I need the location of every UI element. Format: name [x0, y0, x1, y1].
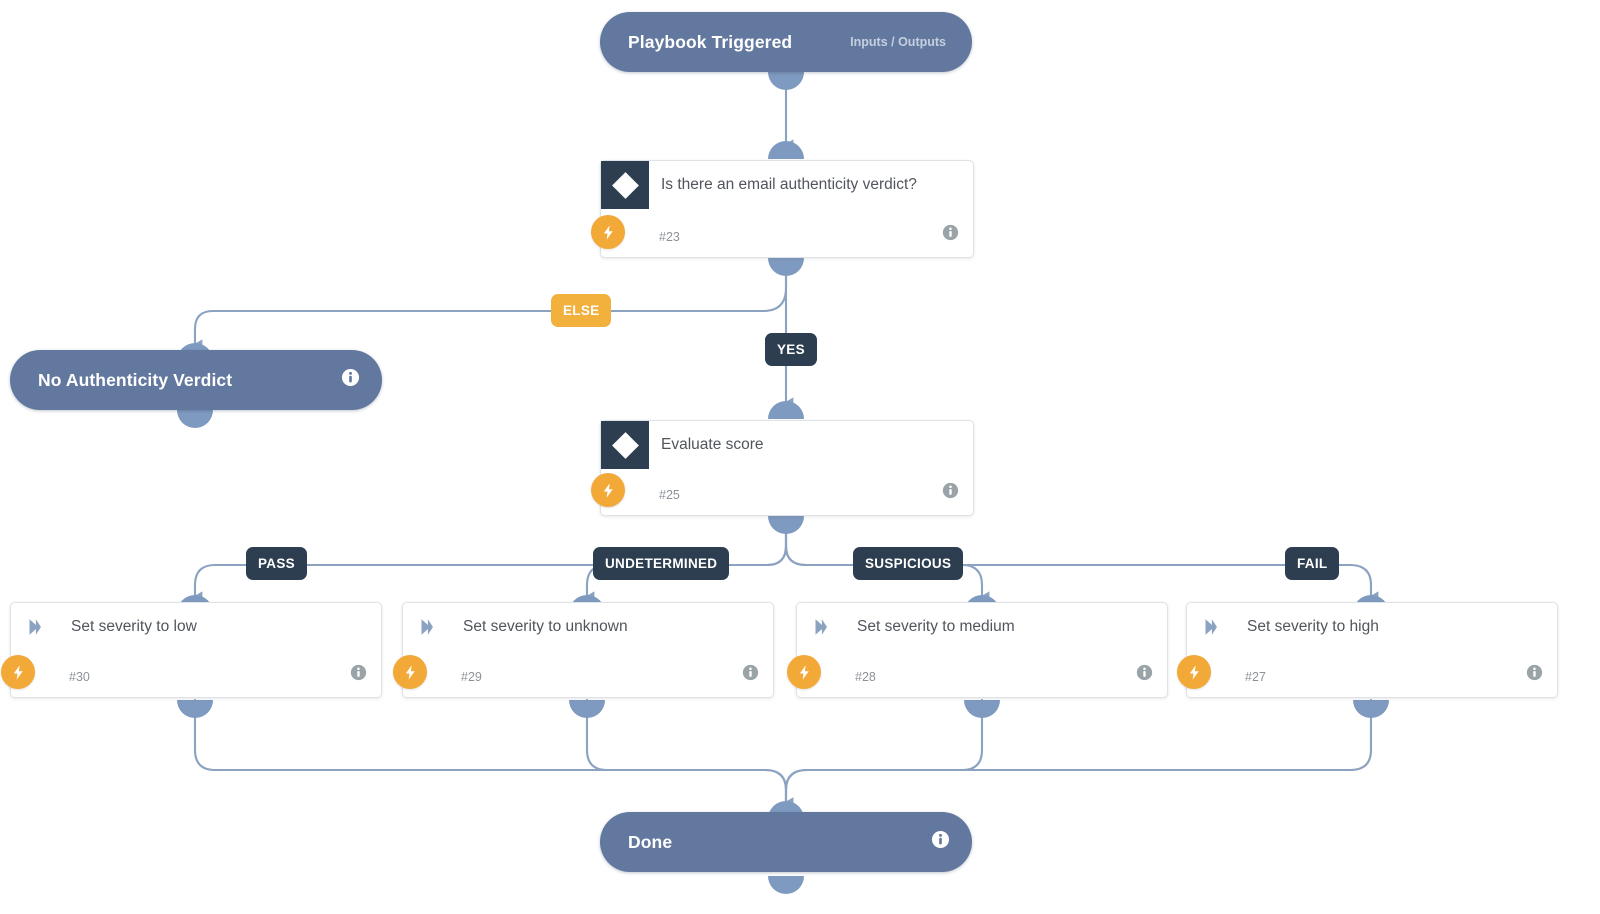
edge-label-suspicious[interactable]: SUSPICIOUS — [853, 547, 964, 580]
edge-27-to-done — [784, 698, 1373, 807]
port-source-done — [768, 876, 804, 894]
info-icon[interactable] — [1136, 664, 1153, 686]
node-number: #25 — [659, 488, 680, 502]
action-chevron-icon — [403, 603, 451, 651]
info-icon[interactable] — [942, 482, 959, 504]
edge-28-to-done — [784, 698, 984, 807]
node-card-29[interactable]: Set severity to unknown #29 — [393, 602, 774, 698]
node-card-23[interactable]: Is there an email authenticity verdict? … — [591, 160, 974, 258]
info-icon[interactable] — [1526, 664, 1543, 686]
port-source-start — [768, 72, 804, 90]
lightning-bolt-icon — [591, 473, 625, 507]
lightning-bolt-icon — [1177, 655, 1211, 689]
node-card-25[interactable]: Evaluate score #25 — [591, 420, 974, 516]
node-number: #28 — [855, 670, 876, 684]
node-title: No Authenticity Verdict — [38, 369, 233, 390]
card-header: Set severity to low — [11, 603, 381, 665]
card-footer: #25 — [591, 469, 973, 515]
action-chevron-icon — [1187, 603, 1235, 651]
node-card-30[interactable]: Set severity to low #30 — [1, 602, 382, 698]
node-title: Is there an email authenticity verdict? — [661, 176, 917, 193]
port-source-27 — [1353, 700, 1389, 718]
card-footer: #29 — [393, 651, 773, 697]
edge-label-yes[interactable]: YES — [765, 333, 817, 366]
lightning-bolt-icon — [591, 215, 625, 249]
node-number: #27 — [1245, 670, 1266, 684]
edge-29-to-done — [585, 698, 794, 807]
node-title: Set severity to unknown — [463, 618, 628, 635]
node-number: #23 — [659, 230, 680, 244]
node-number: #30 — [69, 670, 90, 684]
lightning-bolt-icon — [393, 655, 427, 689]
node-done[interactable]: Done — [600, 812, 972, 872]
lightning-bolt-icon — [787, 655, 821, 689]
condition-diamond-icon — [601, 161, 649, 209]
node-playbook-triggered[interactable]: Playbook Triggered Inputs / Outputs — [600, 12, 972, 72]
node-card-28[interactable]: Set severity to medium #28 — [787, 602, 1168, 698]
lightning-bolt-icon — [1, 655, 35, 689]
card-header: Set severity to high — [1187, 603, 1557, 665]
edge-30-to-done — [193, 698, 794, 807]
card-header: Set severity to unknown — [403, 603, 773, 665]
node-title: Set severity to medium — [857, 618, 1015, 635]
card-footer: #27 — [1177, 651, 1557, 697]
card-footer: #28 — [787, 651, 1167, 697]
info-icon[interactable] — [341, 368, 360, 392]
action-chevron-icon — [797, 603, 845, 651]
node-title: Playbook Triggered — [628, 31, 793, 52]
port-source-29 — [569, 700, 605, 718]
node-title: Done — [628, 831, 673, 852]
info-icon[interactable] — [742, 664, 759, 686]
node-title: Set severity to low — [71, 618, 197, 635]
inputs-outputs-label[interactable]: Inputs / Outputs — [850, 35, 946, 49]
action-chevron-icon — [11, 603, 59, 651]
node-title: Set severity to high — [1247, 618, 1379, 635]
card-footer: #30 — [1, 651, 381, 697]
card-header: Evaluate score — [601, 421, 973, 483]
edge-label-fail[interactable]: FAIL — [1285, 547, 1340, 580]
port-source-30 — [177, 700, 213, 718]
info-icon[interactable] — [931, 830, 950, 854]
port-target-23 — [768, 141, 804, 159]
node-no-authenticity-verdict[interactable]: No Authenticity Verdict — [10, 350, 382, 410]
edge-23-to-no-verdict — [193, 260, 788, 349]
node-title: Evaluate score — [661, 436, 764, 453]
condition-diamond-icon — [601, 421, 649, 469]
port-source-23 — [768, 258, 804, 276]
info-icon[interactable] — [942, 224, 959, 246]
card-header: Set severity to medium — [797, 603, 1167, 665]
node-number: #29 — [461, 670, 482, 684]
edge-label-pass[interactable]: PASS — [246, 547, 307, 580]
edge-label-undetermined[interactable]: UNDETERMINED — [593, 547, 730, 580]
card-footer: #23 — [591, 211, 973, 257]
port-source-no-verdict — [177, 410, 213, 428]
port-target-25 — [768, 401, 804, 419]
node-card-27[interactable]: Set severity to high #27 — [1177, 602, 1558, 698]
edge-label-else[interactable]: ELSE — [551, 294, 612, 327]
card-header: Is there an email authenticity verdict? — [601, 161, 973, 223]
info-icon[interactable] — [350, 664, 367, 686]
port-source-28 — [964, 700, 1000, 718]
port-source-25 — [768, 516, 804, 534]
